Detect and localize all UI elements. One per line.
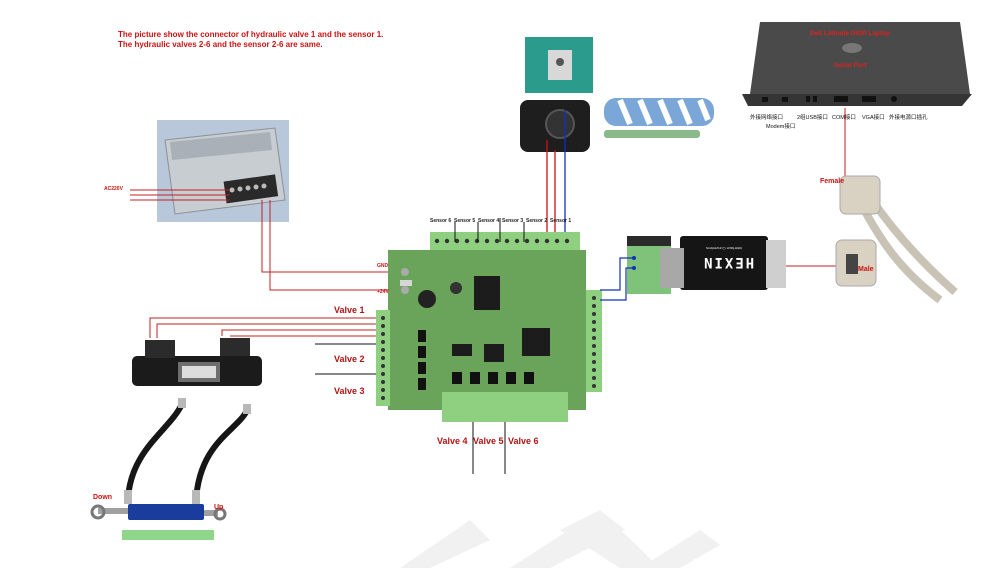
gnd-label: GND	[377, 263, 389, 269]
sensor-3-label: Sensor 3	[502, 218, 524, 224]
valve-2-label: Valve 2	[334, 354, 365, 364]
serial-cable	[835, 175, 958, 304]
note-line-1: The picture show the connector of hydrau…	[118, 30, 384, 39]
port-label-vga: VGA接口	[862, 115, 885, 121]
female-label: Female	[820, 178, 845, 185]
hexin-subtitle: Interface Converters	[706, 246, 743, 251]
cylinder-down-label: Down	[93, 494, 113, 501]
laptop-title: Dell Latitude D630 Laptop	[810, 30, 890, 37]
valve-lines	[315, 343, 506, 474]
diagram-note: The picture show the connector of hydrau…	[118, 30, 383, 50]
valve-4-label: Valve 4	[437, 436, 468, 446]
laptop	[742, 22, 972, 106]
note-line-2: The hydraulic valves 2-6 and the sensor …	[118, 40, 323, 49]
sensor-6-label: Sensor 6	[430, 218, 452, 224]
watermark	[400, 510, 720, 568]
hydraulic-hoses	[125, 401, 251, 503]
serial-port-label: Serial Port	[834, 62, 867, 69]
sensor-5-label: Sensor 5	[454, 218, 476, 224]
port-label-network: 外接网络接口	[750, 115, 784, 121]
sensor-terminal-wires	[454, 218, 525, 242]
cylinder-up-label: Up	[214, 504, 224, 511]
hexin-brand: HEXIN	[702, 254, 755, 270]
hose-fittings	[124, 398, 251, 504]
valve-5-label: Valve 5	[473, 436, 504, 446]
valve-3-label: Valve 3	[334, 386, 365, 396]
rs232-converter	[627, 236, 786, 294]
valve-6-label: Valve 6	[508, 436, 539, 446]
male-label: Male	[858, 266, 874, 273]
port-label-power: 外接电源口插孔	[889, 115, 928, 121]
port-label-usb: 2组USB接口	[797, 115, 828, 121]
valve-1-label: Valve 1	[334, 305, 365, 315]
rs232-wires	[600, 257, 634, 301]
hydraulic-valve	[132, 338, 262, 386]
control-board	[376, 232, 602, 422]
port-label-modem: Modem接口	[766, 124, 796, 130]
sensor-assembly	[520, 37, 714, 152]
power-supply	[157, 120, 289, 222]
sensor-4-label: Sensor 4	[478, 218, 500, 224]
sensor-1-label: Sensor 1	[550, 218, 572, 224]
ac220v-label: AC220V	[104, 186, 123, 192]
hydraulic-cylinder	[90, 504, 227, 540]
serial-link-wires	[786, 108, 846, 267]
valve1-wires	[149, 317, 380, 338]
power-output-wires	[261, 200, 398, 291]
port-label-com: COM接口	[832, 115, 856, 121]
sensor-wires	[546, 110, 566, 240]
ac-input-wires	[130, 189, 230, 201]
sensor-2-label: Sensor 2	[526, 218, 548, 224]
plus24v-label: +24V	[377, 289, 389, 295]
